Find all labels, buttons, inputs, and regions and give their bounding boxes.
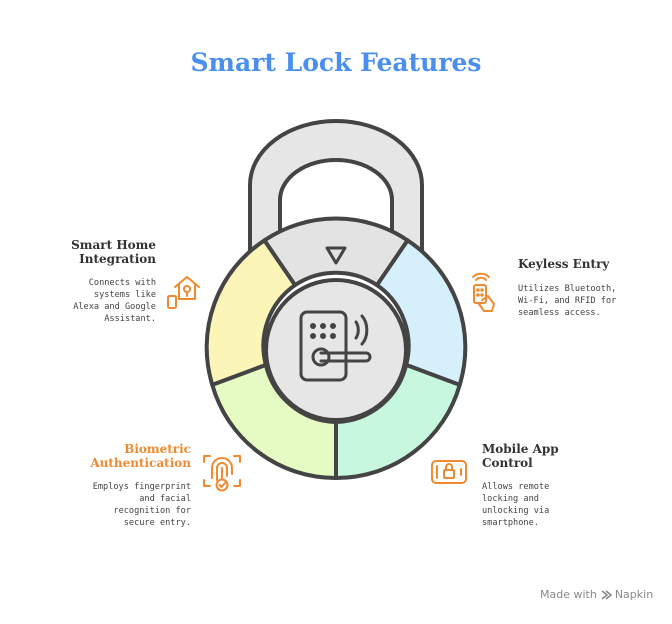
indicator-triangle-icon [325,246,347,265]
napkin-logo-icon [601,589,612,600]
lock-shackle [248,119,424,260]
smart-home-icon [167,276,200,309]
smart-home-description: Connects with systems like Alexa and Goo… [73,278,156,324]
biometric-description: Employs fingerprint and facial recogniti… [92,482,191,528]
biometric-heading: Biometric Authentication [90,442,191,470]
footer-text: Made with [540,588,597,601]
smart-home-heading: Smart Home Integration [71,238,156,266]
footer-brand: Napkin [614,588,654,601]
segment-keyless-entry [375,238,468,387]
footer-attribution: Made with Napkin [540,588,653,601]
mobile-app-icon [431,460,467,484]
mobile-app-description: Allows remote locking and unlocking via … [482,482,550,528]
diagram-title: Smart Lock Features [190,48,482,77]
keyless-entry-heading: Keyless Entry [518,257,610,271]
keyless-entry-icon [472,272,495,312]
keyless-entry-description: Utilizes Bluetooth, Wi-Fi, and RFID for … [518,284,617,318]
fingerprint-icon [203,455,241,492]
segment-smart-home [204,238,297,387]
smart-lock-device-icon [299,310,372,382]
lock-center-hub [264,278,408,422]
mobile-app-heading: Mobile App Control [482,442,559,470]
